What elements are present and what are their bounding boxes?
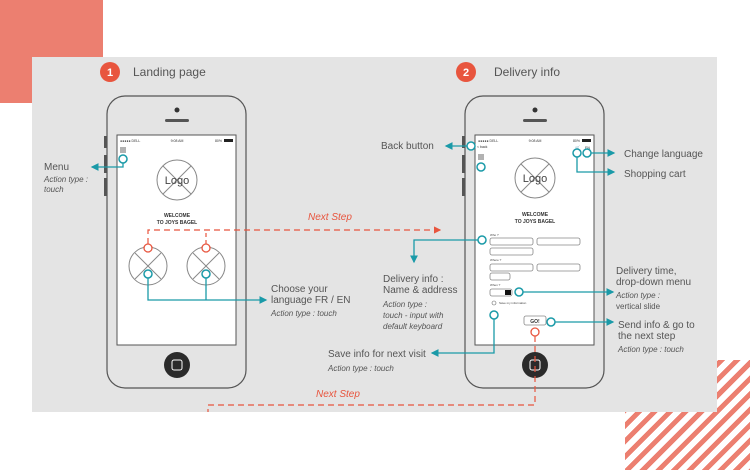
- phone-landing: [104, 95, 247, 389]
- annotation-action: Action type : touch: [270, 309, 337, 318]
- status-time: 9:08 AM: [171, 139, 184, 143]
- field-label-who: Who ?: [490, 233, 499, 237]
- status-battery: 80%: [573, 139, 580, 143]
- home-button[interactable]: [522, 352, 548, 378]
- status-battery: 80%: [215, 139, 222, 143]
- side-button: [104, 136, 107, 148]
- status-carrier: ●●●●● DELL: [478, 139, 498, 143]
- annotation-change-language: Change language: [624, 149, 703, 160]
- annotation-menu: Menu: [44, 162, 69, 173]
- camera-icon: [532, 107, 538, 113]
- first-name-input[interactable]: [489, 237, 534, 246]
- welcome-text: TO JOYS BAGEL: [157, 220, 197, 226]
- language-switch[interactable]: EN: [585, 146, 590, 150]
- annotation-delivery-info: Name & address: [383, 285, 457, 296]
- annotation-back-button: Back button: [381, 141, 434, 152]
- annotation-action: Action type : touch: [327, 364, 394, 373]
- step-badge: [456, 62, 476, 82]
- annotation-action: Action type :: [43, 175, 88, 184]
- camera-icon: [174, 107, 180, 113]
- home-button[interactable]: [164, 352, 190, 378]
- last-name-input[interactable]: [536, 237, 581, 246]
- next-step-label: Next Step: [308, 212, 352, 223]
- annotation-action: Action type :: [382, 300, 427, 309]
- annotation-delivery-time: drop-down menu: [616, 277, 691, 288]
- logo-text: Logo: [165, 175, 189, 187]
- dropdown-arrow-icon: [505, 290, 511, 295]
- cart-icon[interactable]: 🛒: [575, 145, 580, 150]
- annotation-delivery-info: Delivery info :: [383, 274, 444, 285]
- annotation-action: Action type : touch: [617, 345, 684, 354]
- side-button: [462, 178, 465, 196]
- phone-delivery: [462, 95, 605, 389]
- section-title: Delivery info: [494, 65, 560, 79]
- speaker-icon: [523, 119, 547, 122]
- battery-icon: [582, 139, 591, 142]
- welcome-text: WELCOME: [522, 212, 549, 218]
- welcome-text: TO JOYS BAGEL: [515, 219, 555, 225]
- logo-text: Logo: [523, 173, 547, 185]
- side-button: [104, 178, 107, 196]
- annotation-save-info: Save info for next visit: [328, 349, 426, 360]
- section-header-landing: 1 Landing page: [100, 62, 206, 82]
- annotation-action: touch: [44, 185, 64, 194]
- annotation-action: Action type :: [615, 291, 660, 300]
- annotation-send-info: Send info & go to: [618, 320, 695, 331]
- welcome-text: WELCOME: [164, 213, 191, 219]
- go-button-label: GO!: [530, 319, 540, 325]
- phone-input[interactable]: [489, 247, 534, 256]
- annotation-shopping-cart: Shopping cart: [624, 169, 686, 180]
- battery-icon: [224, 139, 233, 142]
- step-number: 2: [463, 67, 469, 79]
- side-button: [462, 155, 465, 173]
- home-icon: [171, 359, 183, 371]
- zip-input[interactable]: [489, 272, 511, 281]
- status-time: 9:08 AM: [529, 139, 542, 143]
- annotation-language: Choose your: [271, 284, 328, 295]
- screen-delivery: ●●●●● DELL 9:08 AM 80% < back 🛒 EN Logo …: [477, 139, 591, 326]
- city-input[interactable]: [536, 263, 581, 272]
- next-step-label: Next Step: [316, 389, 360, 400]
- hamburger-menu-icon[interactable]: [478, 154, 484, 160]
- annotation-language: language FR / EN: [271, 295, 351, 306]
- speaker-icon: [165, 119, 189, 122]
- hamburger-menu-icon[interactable]: [120, 147, 126, 153]
- annotation-delivery-time: Delivery time,: [616, 266, 677, 277]
- back-link[interactable]: < back: [477, 145, 488, 149]
- field-label-where: Where ?: [490, 258, 502, 262]
- annotation-lines-delivery: [207, 141, 616, 412]
- side-button: [104, 155, 107, 173]
- annotation-action: vertical slide: [616, 302, 661, 311]
- status-carrier: ●●●●● DELL: [120, 139, 140, 143]
- street-input[interactable]: [489, 263, 534, 272]
- save-info-label: Save my information: [499, 301, 527, 305]
- logo-placeholder: [514, 157, 556, 199]
- section-title: Landing page: [133, 65, 206, 79]
- logo-placeholder: [156, 159, 198, 201]
- side-button: [462, 136, 465, 148]
- annotation-lines-landing: [90, 154, 442, 304]
- annotation-action: default keyboard: [383, 322, 443, 331]
- field-label-when: When ?: [490, 283, 501, 287]
- step-number: 1: [107, 67, 113, 79]
- go-button[interactable]: [523, 315, 547, 326]
- phone-screen: [116, 134, 237, 346]
- section-header-delivery: 2 Delivery info: [456, 62, 560, 82]
- annotation-action: touch - input with: [383, 311, 444, 320]
- step-badge: [100, 62, 120, 82]
- save-info-checkbox[interactable]: [491, 300, 497, 306]
- annotation-send-info: the next step: [618, 331, 676, 342]
